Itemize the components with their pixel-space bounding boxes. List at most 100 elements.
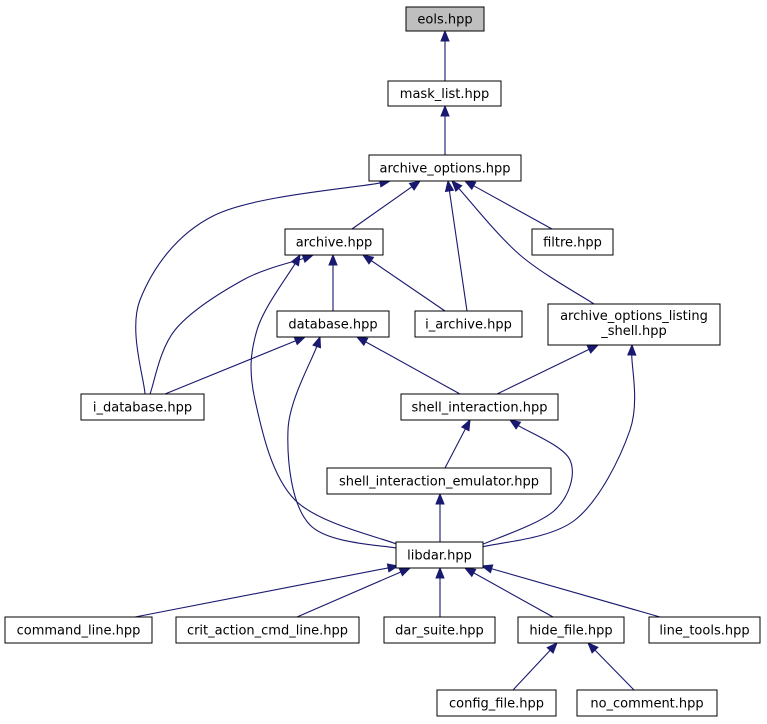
edge-mask_list-to-eols bbox=[440, 29, 450, 81]
node-libdar[interactable]: libdar.hpp bbox=[395, 541, 484, 569]
node-box bbox=[648, 616, 761, 644]
edge-line_tools-to-libdar bbox=[480, 564, 661, 618]
node-sie[interactable]: shell_interaction_emulator.hpp bbox=[326, 467, 552, 495]
edge-database-to-archive bbox=[328, 253, 338, 311]
edges-layer bbox=[134, 29, 661, 691]
node-archive-options[interactable]: archive_options.hpp bbox=[368, 154, 522, 182]
edge-hide_file-to-libdar bbox=[463, 567, 554, 618]
edge-command_line-to-libdar bbox=[134, 563, 400, 618]
edge-archive-to-archive_options bbox=[351, 180, 422, 230]
arrowhead bbox=[361, 254, 375, 265]
node-box bbox=[276, 310, 390, 338]
node-aols[interactable]: archive_options_listing_shell.hpp bbox=[547, 303, 721, 346]
node-box bbox=[175, 616, 360, 644]
edge-crit_action-to-libdar bbox=[296, 567, 412, 618]
arrowhead bbox=[408, 180, 422, 191]
arrowhead bbox=[451, 180, 463, 192]
node-box bbox=[414, 310, 523, 338]
node-no-comment[interactable]: no_comment.hpp bbox=[576, 689, 718, 717]
edge-i_archive-to-archive_options bbox=[444, 179, 468, 312]
node-label: database.hpp bbox=[288, 318, 377, 333]
node-box bbox=[80, 393, 205, 421]
arrowhead bbox=[386, 563, 400, 573]
arrowhead bbox=[480, 564, 494, 574]
node-label: dar_suite.hpp bbox=[395, 624, 484, 639]
arrowhead bbox=[355, 336, 369, 347]
node-label: eols.hpp bbox=[417, 13, 472, 28]
node-label: config_file.hpp bbox=[449, 697, 544, 712]
node-box bbox=[517, 616, 625, 644]
nodes-layer: eols.hpp mask_list.hpp archive_options.hpp… bbox=[4, 6, 761, 717]
node-database[interactable]: database.hpp bbox=[276, 310, 390, 338]
node-label: hide_file.hpp bbox=[529, 624, 612, 639]
node-box bbox=[531, 228, 614, 256]
node-i-database[interactable]: i_database.hpp bbox=[80, 393, 205, 421]
edge-i_database-to-archive_options bbox=[135, 178, 392, 395]
edge-libdar-to-shell_interaction bbox=[480, 419, 573, 546]
node-box bbox=[284, 228, 384, 256]
node-line-tools[interactable]: line_tools.hpp bbox=[648, 616, 761, 644]
node-label: no_comment.hpp bbox=[590, 697, 703, 712]
node-label: shell_interaction.hpp bbox=[412, 401, 548, 416]
node-label: archive_options.hpp bbox=[380, 162, 511, 177]
node-label: mask_list.hpp bbox=[400, 87, 489, 102]
node-box bbox=[436, 689, 557, 717]
node-eols: eols.hpp bbox=[405, 6, 485, 32]
node-command-line[interactable]: command_line.hpp bbox=[4, 616, 153, 644]
edge-i_database-to-database bbox=[164, 336, 307, 395]
edge-sie-to-shell_interaction bbox=[444, 418, 471, 469]
edge-libdar-to-sie bbox=[435, 492, 445, 542]
arrowhead bbox=[290, 253, 301, 267]
arrowhead bbox=[546, 642, 558, 654]
arrowhead bbox=[440, 104, 450, 117]
node-config-file[interactable]: config_file.hpp bbox=[436, 689, 557, 717]
edge-archive_options-to-mask_list bbox=[440, 104, 450, 155]
node-box bbox=[368, 154, 522, 182]
edge-libdar-to-database bbox=[287, 335, 403, 550]
arrowhead bbox=[627, 343, 637, 356]
edge-i_database-to-archive bbox=[149, 254, 315, 395]
node-box bbox=[547, 303, 721, 346]
node-box bbox=[383, 616, 496, 644]
node-shell-interaction[interactable]: shell_interaction.hpp bbox=[400, 393, 559, 421]
edge-shell_interaction-to-aols bbox=[496, 344, 600, 395]
node-box bbox=[4, 616, 153, 644]
node-label: i_database.hpp bbox=[93, 401, 192, 416]
arrowhead bbox=[301, 254, 315, 263]
node-crit-action[interactable]: crit_action_cmd_line.hpp bbox=[175, 616, 360, 644]
edge-config_file-to-hide_file bbox=[512, 642, 558, 691]
edge-filtre-to-archive_options bbox=[463, 180, 553, 230]
node-box bbox=[395, 541, 484, 569]
node-label: archive.hpp bbox=[296, 236, 373, 251]
arrowhead bbox=[398, 567, 412, 577]
node-box bbox=[387, 80, 502, 107]
node-archive[interactable]: archive.hpp bbox=[284, 228, 384, 256]
arrowhead bbox=[435, 566, 445, 579]
arrowhead bbox=[293, 336, 307, 346]
arrowhead bbox=[463, 567, 477, 578]
node-label: crit_action_cmd_line.hpp bbox=[187, 624, 348, 639]
node-box bbox=[326, 467, 552, 495]
arrowhead bbox=[587, 642, 599, 654]
node-label: line_tools.hpp bbox=[659, 624, 749, 639]
node-label: i_archive.hpp bbox=[425, 318, 512, 333]
edge-i_archive-to-archive bbox=[361, 254, 446, 312]
arrowhead bbox=[586, 344, 600, 354]
node-dar-suite[interactable]: dar_suite.hpp bbox=[383, 616, 496, 644]
arrowhead bbox=[463, 180, 477, 191]
edge-aols-to-archive_options bbox=[451, 180, 595, 305]
node-box bbox=[400, 393, 559, 421]
node-mask-list[interactable]: mask_list.hpp bbox=[387, 80, 502, 107]
arrowhead bbox=[508, 419, 522, 430]
node-filtre[interactable]: filtre.hpp bbox=[531, 228, 614, 256]
arrowhead bbox=[444, 179, 455, 193]
edge-no_comment-to-hide_file bbox=[587, 642, 635, 691]
edge-libdar-to-archive bbox=[250, 253, 400, 546]
edge-dar_suite-to-libdar bbox=[435, 566, 445, 617]
arrowhead bbox=[440, 29, 450, 42]
node-label: command_line.hpp bbox=[17, 624, 141, 639]
node-i-archive[interactable]: i_archive.hpp bbox=[414, 310, 523, 338]
node-label: archive_options_listing bbox=[560, 309, 708, 324]
node-hide-file[interactable]: hide_file.hpp bbox=[517, 616, 625, 644]
